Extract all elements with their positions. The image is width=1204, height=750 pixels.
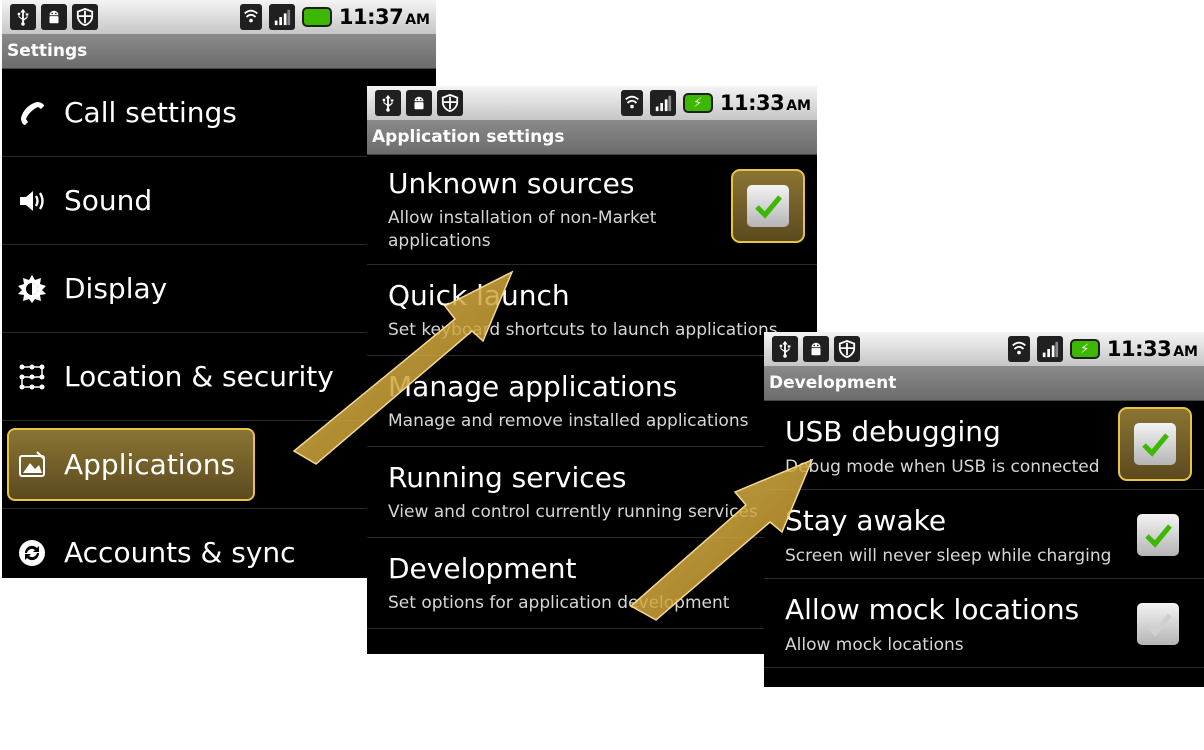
- android-debug-icon: [406, 90, 432, 116]
- pref-summary: Manage and remove installed applications: [388, 411, 749, 431]
- signal-icon: [649, 90, 676, 116]
- menu-item-label: Call settings: [64, 96, 237, 129]
- pref-title: Unknown sources: [388, 167, 635, 200]
- menu-item-label: Display: [64, 272, 168, 305]
- pref-summary: applications: [388, 231, 491, 251]
- usb-icon: [10, 4, 36, 30]
- usb-icon: [772, 336, 798, 362]
- pref-allow-mock-locations[interactable]: Allow mock locations Allow mock location…: [764, 579, 1204, 668]
- pref-quick-launch[interactable]: Quick launch Set keyboard shortcuts to l…: [367, 265, 817, 356]
- wifi-icon: [620, 90, 643, 116]
- usb-debugging-checkbox[interactable]: [1134, 423, 1176, 465]
- pref-title: Development: [388, 552, 577, 585]
- phone-icon: [14, 95, 50, 131]
- menu-item-display[interactable]: Display: [2, 245, 436, 333]
- android-debug-icon: [803, 336, 829, 362]
- battery-charging-icon: ⚡: [1069, 339, 1100, 359]
- stay-awake-checkbox[interactable]: [1137, 514, 1179, 556]
- page-title: Application settings: [367, 120, 817, 155]
- wifi-icon: [1007, 336, 1030, 362]
- page-title: Settings: [2, 34, 436, 69]
- menu-item-label: Applications: [64, 448, 236, 481]
- pref-title: Allow mock locations: [785, 593, 1080, 626]
- pref-summary: Set options for application development: [388, 593, 730, 613]
- menu-item-accounts-sync[interactable]: Accounts & sync: [2, 509, 436, 578]
- pref-running-services[interactable]: Running services View and control curren…: [367, 447, 817, 538]
- pref-manage-applications[interactable]: Manage applications Manage and remove in…: [367, 356, 817, 447]
- shield-icon: [437, 90, 463, 116]
- menu-item-label: Sound: [64, 184, 153, 217]
- speaker-icon: [14, 183, 50, 219]
- pref-usb-debugging[interactable]: USB debugging Debug mode when USB is con…: [764, 401, 1204, 490]
- pref-title: Running services: [388, 461, 627, 494]
- menu-item-call-settings[interactable]: Call settings: [2, 69, 436, 157]
- pref-title: Manage applications: [388, 370, 678, 403]
- selection-highlight: [7, 428, 255, 501]
- menu-item-location-security[interactable]: Location & security: [2, 333, 436, 421]
- wifi-icon: [239, 4, 262, 30]
- pref-summary: Debug mode when USB is connected: [785, 457, 1100, 477]
- signal-icon: [268, 4, 295, 30]
- shield-icon: [834, 336, 860, 362]
- menu-item-label: Accounts & sync: [64, 536, 296, 569]
- pref-development[interactable]: Development Set options for application …: [367, 538, 817, 629]
- battery-charging-icon: ⚡: [682, 93, 713, 113]
- usb-icon: [375, 90, 401, 116]
- menu-item-label: Location & security: [64, 360, 334, 393]
- android-debug-icon: [41, 4, 67, 30]
- pref-summary: Screen will never sleep while charging: [785, 546, 1112, 566]
- pref-stay-awake[interactable]: Stay awake Screen will never sleep while…: [764, 490, 1204, 579]
- pref-unknown-sources[interactable]: Unknown sources Allow installation of no…: [367, 155, 817, 265]
- allow-mock-locations-checkbox[interactable]: [1137, 603, 1179, 645]
- brightness-icon: [14, 271, 50, 307]
- pref-summary: Set keyboard shortcuts to launch applica…: [388, 320, 778, 340]
- pref-title: Stay awake: [785, 504, 947, 537]
- pref-summary: Allow installation of non-Market: [388, 208, 657, 228]
- location-security-icon: [14, 359, 50, 395]
- page-title: Development: [764, 366, 1204, 401]
- pref-title: USB debugging: [785, 415, 1001, 448]
- shield-icon: [72, 4, 98, 30]
- pref-summary: View and control currently running servi…: [388, 502, 758, 522]
- applications-icon: [14, 447, 50, 483]
- unknown-sources-checkbox[interactable]: [747, 185, 789, 227]
- menu-item-sound[interactable]: Sound: [2, 157, 436, 245]
- battery-icon: [301, 7, 332, 27]
- sync-icon: [14, 535, 50, 571]
- pref-summary: Allow mock locations: [785, 635, 964, 655]
- pref-title: Quick launch: [388, 279, 570, 312]
- menu-item-applications[interactable]: Applications: [2, 421, 436, 509]
- signal-icon: [1036, 336, 1063, 362]
